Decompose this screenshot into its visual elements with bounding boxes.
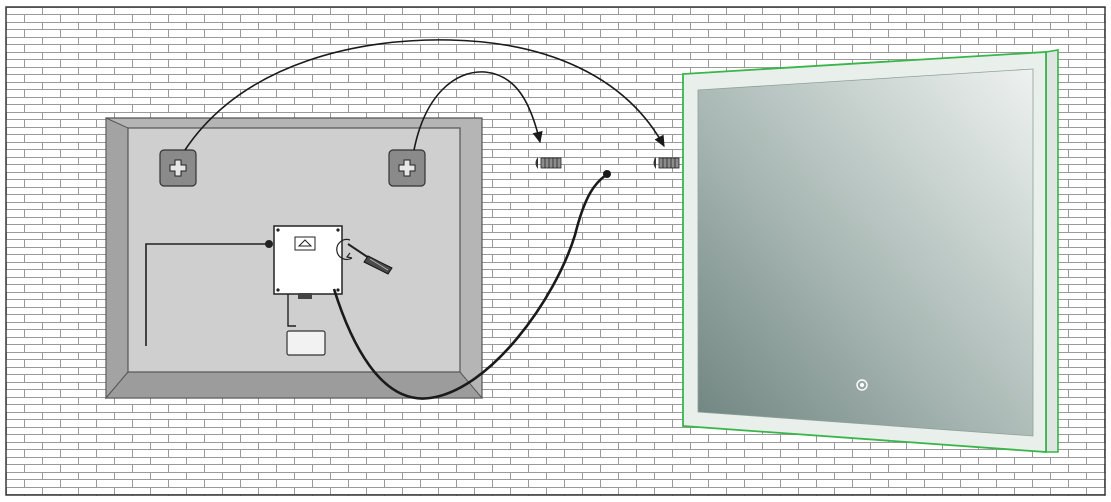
mirror-side xyxy=(1045,49,1059,453)
bracket-right xyxy=(388,149,426,187)
screw-icon xyxy=(535,157,562,169)
screwdriver-icon xyxy=(336,238,393,275)
junction-box xyxy=(273,225,343,299)
screw-icon xyxy=(653,157,680,169)
led-mirror xyxy=(682,49,1059,453)
box-label xyxy=(294,236,316,251)
diagram-border xyxy=(5,6,1106,496)
wire-connector xyxy=(265,240,273,248)
mirror-glass xyxy=(697,68,1034,437)
mirror-back-edge-bottom xyxy=(104,371,484,399)
terminal-block xyxy=(298,293,312,299)
led-driver xyxy=(286,330,326,356)
led-wire xyxy=(145,243,268,346)
plus-icon xyxy=(169,159,187,177)
plus-icon xyxy=(398,159,416,177)
arrow-up-icon xyxy=(297,239,313,247)
arrow-bracket-left-to-screw xyxy=(184,39,665,151)
driver-wire xyxy=(287,294,296,327)
bracket-left xyxy=(159,149,197,187)
touch-sensor-icon xyxy=(856,379,868,391)
mirror-back-edge-left xyxy=(105,117,129,400)
power-cable xyxy=(332,173,607,400)
arrow-bracket-right-to-screw xyxy=(413,71,543,151)
wall-cable-outlet xyxy=(603,170,611,178)
